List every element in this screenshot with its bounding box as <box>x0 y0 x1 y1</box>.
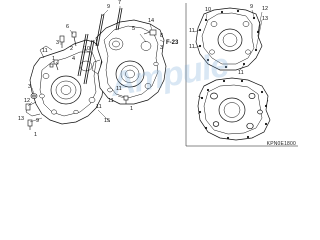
detail-leader-lines <box>193 9 269 115</box>
stud-bolt-3 <box>77 33 87 77</box>
stud-bolt-2 <box>115 7 121 31</box>
oil-seal <box>149 29 157 36</box>
stud-bolt-4 <box>83 39 93 85</box>
detail-view-frame <box>185 3 298 147</box>
dowel-pin-2 <box>49 63 54 68</box>
bolt-head <box>71 31 77 38</box>
right-crankcase-half <box>91 19 167 105</box>
right-half-crank-bore <box>115 60 145 88</box>
leader-lines <box>27 6 165 123</box>
dowel-pin <box>59 35 65 43</box>
left-half-crank-bore <box>50 75 82 105</box>
drain-bolt <box>25 103 31 111</box>
lower-case-face-detail <box>197 77 271 141</box>
upper-case-face-detail <box>195 7 263 71</box>
stud-bolts <box>77 7 123 85</box>
stud-bolt-1 <box>95 13 103 47</box>
crankcase-diagram <box>25 3 298 147</box>
